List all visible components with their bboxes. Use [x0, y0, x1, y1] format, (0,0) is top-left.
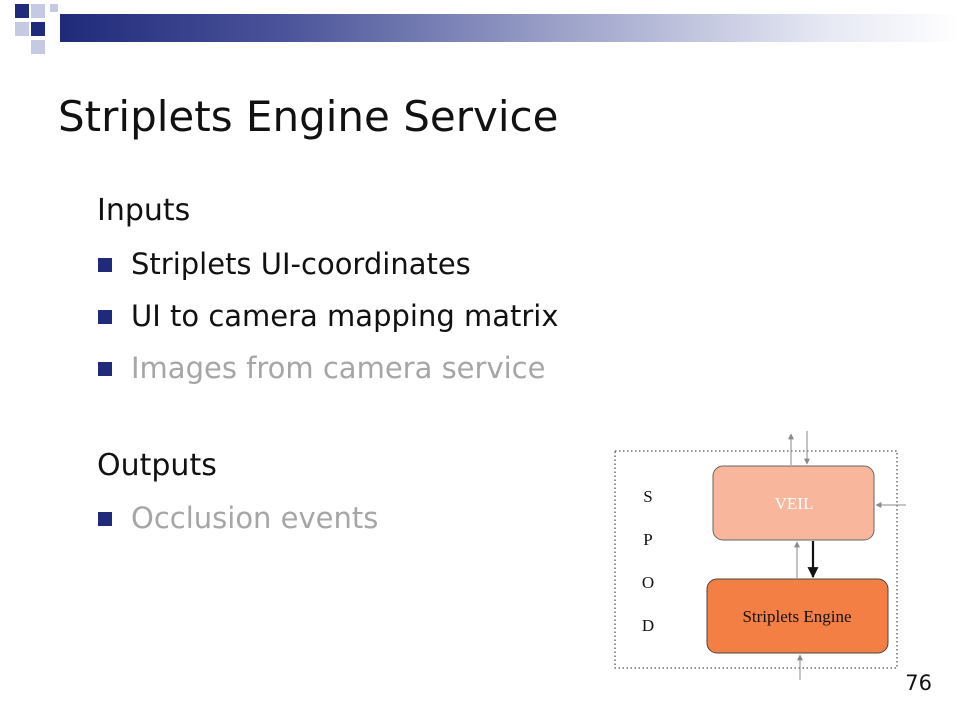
veil-box [712, 465, 875, 541]
spod-letter: O [642, 573, 654, 592]
input-bullet-text: Images from camera service [131, 351, 546, 385]
slide-title: Striplets Engine Service [58, 92, 559, 141]
square-bullet-icon [98, 258, 112, 272]
decor-square-light [15, 22, 29, 36]
striplets-engine-box [706, 578, 889, 654]
spod-letter: P [643, 530, 652, 549]
page-number: 76 [905, 671, 932, 695]
square-bullet-icon [98, 310, 112, 324]
decor-square-navy [31, 22, 45, 36]
outputs-label: Outputs [97, 448, 217, 483]
spod-label: S P O D [642, 487, 654, 635]
decor-square-light [31, 4, 45, 18]
input-bullet-text: Striplets UI-coordinates [131, 247, 471, 281]
input-bullet-text: UI to camera mapping matrix [131, 299, 559, 333]
inputs-label: Inputs [97, 193, 191, 228]
square-bullet-icon [98, 362, 112, 376]
architecture-diagram: S P O D VEIL Striplets Engine [614, 431, 906, 680]
veil-label: VEIL [775, 494, 814, 513]
decor-square-light [31, 40, 45, 54]
spod-letter: S [643, 487, 652, 506]
header-gradient-bar [60, 14, 960, 42]
square-bullet-icon [98, 512, 112, 526]
spod-boundary [614, 450, 898, 669]
output-bullet-text: Occlusion events [131, 501, 379, 535]
decor-square-navy [15, 4, 29, 18]
striplets-engine-label: Striplets Engine [742, 607, 851, 626]
spod-letter: D [642, 616, 654, 635]
decor-square-light [50, 4, 58, 12]
